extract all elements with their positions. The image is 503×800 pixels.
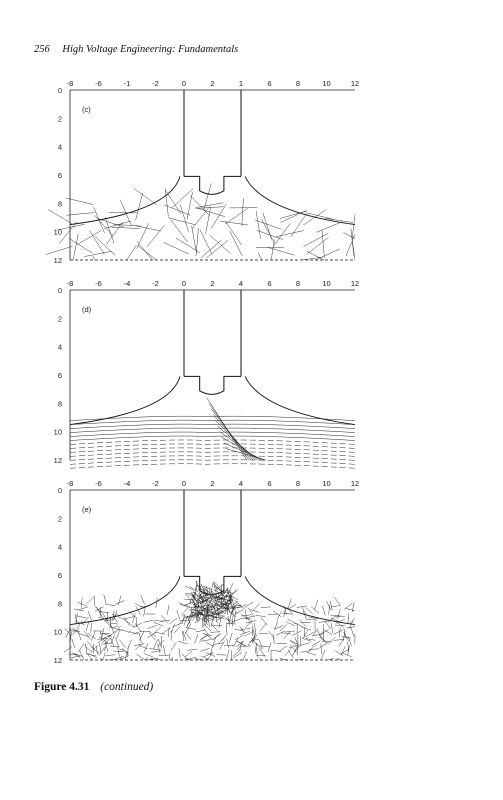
y-tick-label: 6 — [58, 371, 62, 380]
x-tick-label: -2 — [152, 479, 159, 488]
x-tick-label: 4 — [239, 279, 243, 288]
x-tick-label: 6 — [267, 279, 271, 288]
x-tick-label: 12 — [351, 279, 359, 288]
page-number: 256 — [34, 44, 50, 55]
x-tick-label: 8 — [296, 479, 300, 488]
y-tick-label: 12 — [54, 656, 62, 665]
x-tick-label: -4 — [124, 279, 131, 288]
mesh — [45, 183, 356, 261]
x-tick-label: -2 — [152, 279, 159, 288]
y-tick-label: 8 — [58, 599, 62, 608]
y-tick-label: 4 — [58, 143, 62, 152]
boundary-curve — [69, 376, 356, 426]
y-tick-label: 0 — [58, 486, 62, 495]
caption-label: Figure 4.31 — [34, 681, 90, 693]
y-tick-label: 12 — [54, 256, 62, 265]
electrode — [183, 90, 242, 195]
book-title: High Voltage Engineering: Fundamentals — [62, 44, 239, 55]
y-tick-label: 10 — [54, 628, 62, 637]
x-tick-label: 0 — [182, 279, 186, 288]
y-tick-label: 10 — [54, 428, 62, 437]
equipotential-line — [69, 463, 356, 469]
caption-continued: (continued) — [100, 681, 154, 693]
equipotential-line — [69, 435, 356, 441]
x-tick-label: -8 — [67, 79, 74, 88]
y-tick-label: 8 — [58, 399, 62, 408]
x-tick-label: -6 — [95, 79, 102, 88]
x-tick-label: 12 — [351, 479, 359, 488]
y-tick-label: 4 — [58, 343, 62, 352]
running-head: 256 High Voltage Engineering: Fundamenta… — [34, 44, 238, 55]
x-tick-label: -6 — [95, 479, 102, 488]
y-tick-label: 0 — [58, 286, 62, 295]
x-tick-label: -6 — [95, 279, 102, 288]
x-tick-label: 4 — [239, 479, 243, 488]
equipotential-line — [69, 439, 356, 445]
x-tick-label: 8 — [296, 279, 300, 288]
panel-label: (c) — [82, 105, 91, 114]
y-tick-label: 10 — [54, 228, 62, 237]
y-tick-label: 12 — [54, 456, 62, 465]
field-line — [213, 414, 254, 461]
y-tick-label: 4 — [58, 543, 62, 552]
x-tick-label: 10 — [322, 279, 330, 288]
equipotential-line — [69, 451, 356, 457]
equipotential-line — [69, 419, 356, 425]
y-tick-label: 2 — [58, 114, 62, 123]
equipotential-line — [69, 423, 356, 429]
electrode — [183, 490, 242, 595]
panel-label: (e) — [82, 505, 92, 514]
equipotential-line — [69, 427, 356, 433]
equipotential-line — [69, 443, 356, 449]
y-tick-label: 2 — [58, 514, 62, 523]
field-line — [223, 442, 264, 461]
equipotential-line — [69, 447, 356, 453]
equipotential-line — [69, 415, 356, 421]
field-line — [210, 408, 252, 461]
x-tick-label: 8 — [296, 79, 300, 88]
y-tick-label: 8 — [58, 199, 62, 208]
x-tick-label: 2 — [210, 279, 214, 288]
x-tick-label: 0 — [182, 479, 186, 488]
panel-label: (d) — [82, 305, 92, 314]
x-tick-label: -4 — [124, 479, 131, 488]
figure-panel-e: -8 -6 -4 -2 0 2 4 6 8 10 12 0 2 4 6 8 10 12 (e) — [54, 479, 360, 665]
x-tick-label: -1 — [124, 79, 131, 88]
x-tick-label: 0 — [182, 79, 186, 88]
equipotential-line — [69, 459, 356, 465]
y-tick-label: 6 — [58, 171, 62, 180]
y-tick-label: 0 — [58, 86, 62, 95]
x-tick-label: 10 — [322, 479, 330, 488]
x-tick-label: 6 — [267, 79, 271, 88]
x-tick-label: 1 — [239, 79, 243, 88]
mesh — [63, 580, 356, 661]
x-tick-label: 10 — [322, 79, 330, 88]
x-tick-label: 2 — [210, 79, 214, 88]
x-tick-label: 6 — [267, 479, 271, 488]
figure-panel-c: -8 -6 -1 -2 0 2 1 6 8 10 12 0 2 4 6 8 10 12 (c) — [45, 79, 359, 265]
y-tick-label: 2 — [58, 314, 62, 323]
electrode — [183, 290, 242, 395]
y-tick-label: 6 — [58, 571, 62, 580]
x-tick-label: -2 — [152, 79, 159, 88]
x-tick-label: -8 — [67, 279, 74, 288]
equipotential-line — [69, 431, 356, 437]
equipotential-line — [69, 455, 356, 461]
figure-panel-d: -8 -6 -4 -2 0 2 4 6 8 10 12 0 2 4 6 8 10 12 (d) — [54, 279, 359, 469]
x-tick-label: -8 — [67, 479, 74, 488]
figure-caption: Figure 4.31 (continued) — [34, 681, 153, 693]
boundary-curve — [69, 176, 356, 226]
x-tick-label: 12 — [351, 79, 359, 88]
field-line — [225, 448, 267, 461]
x-tick-label: 2 — [210, 479, 214, 488]
